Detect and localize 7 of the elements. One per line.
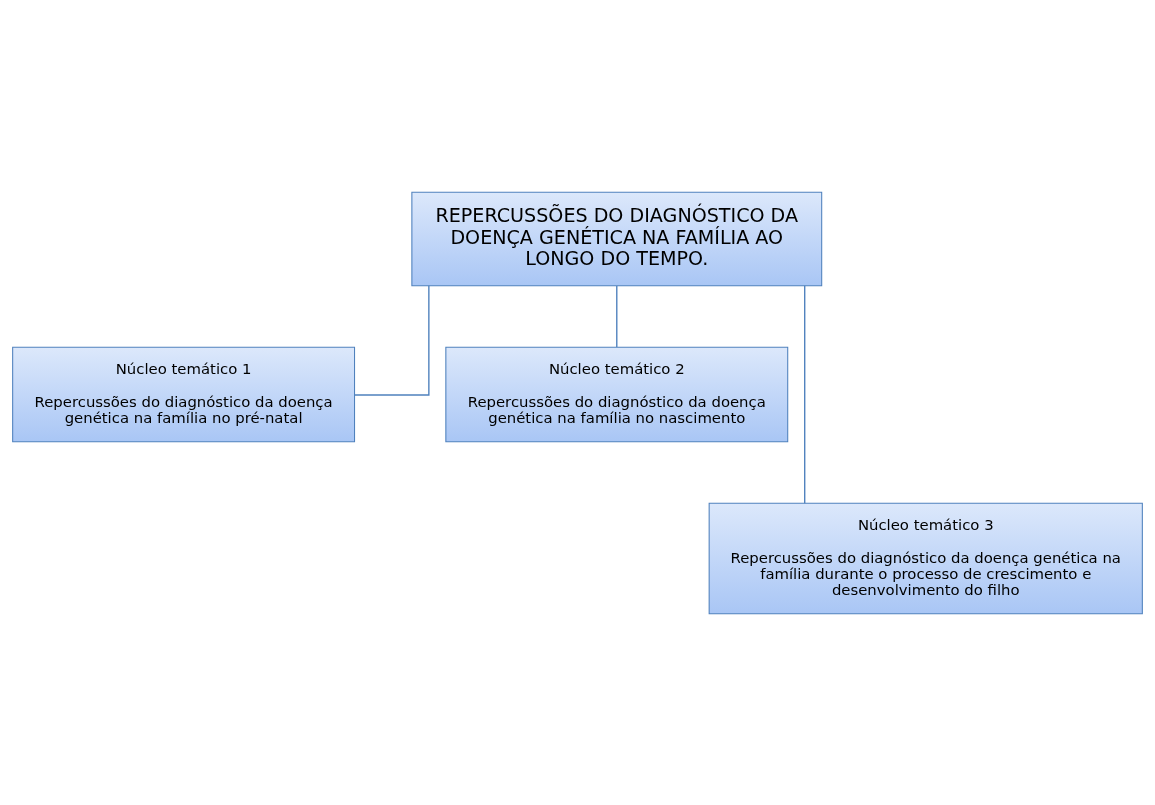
node-box: REPERCUSSÕES DO DIAGNÓSTICO DA DOENÇA GENÉTICA NA FAMÍLIA AO LONGO DO TEMPO. — [411, 191, 823, 286]
connector — [804, 284, 806, 504]
connector — [353, 284, 430, 396]
node-box: Núcleo temático 3 Repercussões do diagnóstico da doença genética na família durante o processo de crescimento e desenvolvimento do filho — [708, 502, 1143, 614]
connector — [616, 284, 618, 348]
node-box: Núcleo temático 1 Repercussões do diagnóstico da doença genética na família no pré-natal — [12, 346, 356, 442]
node-box: Núcleo temático 2 Repercussões do diagnóstico da doença genética na família no nascimento — [445, 346, 789, 442]
